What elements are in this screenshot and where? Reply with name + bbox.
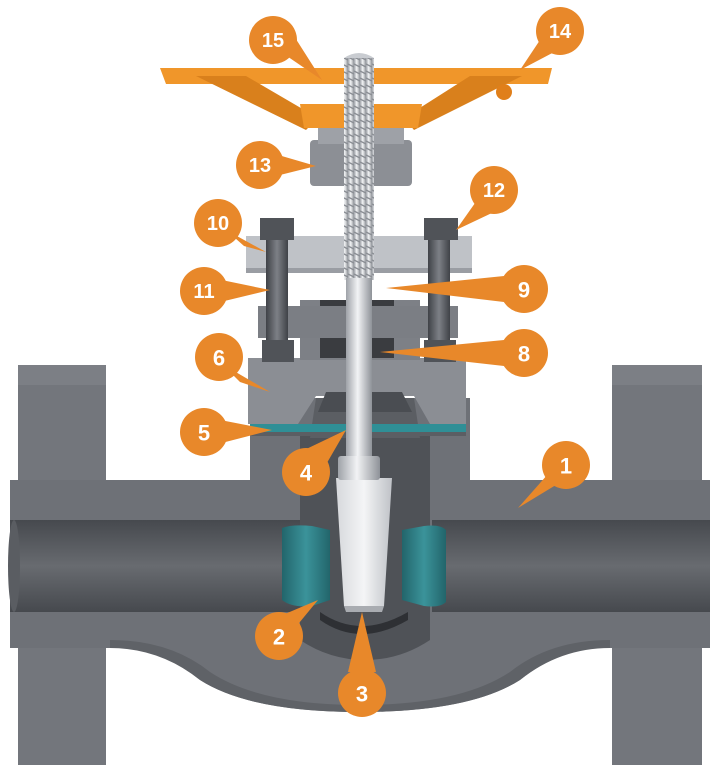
bore-right <box>432 520 710 612</box>
handwheel-spoke-left <box>196 76 318 130</box>
valve-stem <box>338 53 380 480</box>
callout-2-number: 2 <box>273 625 285 650</box>
callout-2: 2 <box>255 600 318 660</box>
callout-11: 11 <box>180 267 270 315</box>
stem-tip <box>344 53 374 58</box>
callout-4: 4 <box>282 430 346 496</box>
callout-9: 9 <box>386 265 548 313</box>
stem-threaded <box>344 58 374 280</box>
handwheel-rivet <box>496 84 512 100</box>
callout-6: 6 <box>195 333 270 392</box>
callout-15-number: 15 <box>262 30 284 52</box>
seat-rings <box>282 525 446 607</box>
callout-11-number: 11 <box>193 281 214 303</box>
right-flange-top <box>612 365 702 385</box>
wedge <box>336 478 392 606</box>
callout-10-number: 10 <box>207 213 229 235</box>
callout-5: 5 <box>180 408 272 456</box>
callout-6-number: 6 <box>213 346 225 371</box>
callout-1-number: 1 <box>560 454 572 479</box>
left-bolt <box>266 222 288 360</box>
callout-9-number: 9 <box>518 278 530 303</box>
left-flange-top <box>18 365 106 385</box>
callout-14: 14 <box>520 7 584 70</box>
seat-ring-left <box>282 525 330 607</box>
callout-3: 3 <box>338 612 386 717</box>
callouts: 1 2 3 4 5 6 <box>180 7 590 717</box>
stem-smooth <box>346 278 372 460</box>
callout-1: 1 <box>518 441 590 508</box>
stem-collar <box>338 456 380 480</box>
callout-15: 15 <box>249 16 322 80</box>
left-nut-bottom <box>262 340 294 362</box>
body-bowl <box>110 640 610 712</box>
callout-12-number: 12 <box>483 180 505 202</box>
flow-bore <box>8 520 710 612</box>
handwheel-spoke-right <box>404 76 522 130</box>
callout-10: 10 <box>194 199 266 252</box>
callout-3-number: 3 <box>356 682 368 707</box>
callout-13: 13 <box>236 141 316 189</box>
gland-bolts <box>260 218 458 362</box>
gate-wedge <box>320 478 408 634</box>
callout-13-number: 13 <box>249 155 271 177</box>
callout-4-number: 4 <box>300 461 313 486</box>
bore-left-end <box>8 520 20 612</box>
callout-5-number: 5 <box>198 421 210 446</box>
seat-ring-right <box>402 525 446 607</box>
right-nut-top <box>424 218 458 240</box>
callout-8-number: 8 <box>518 342 530 367</box>
wedge-bottom <box>344 606 384 612</box>
callout-8: 8 <box>380 329 548 377</box>
callout-14-number: 14 <box>549 21 572 43</box>
left-nut-top <box>260 218 294 240</box>
wedge-cavity-floor <box>320 612 408 634</box>
callout-12: 12 <box>456 166 518 230</box>
bore-left <box>10 520 300 612</box>
